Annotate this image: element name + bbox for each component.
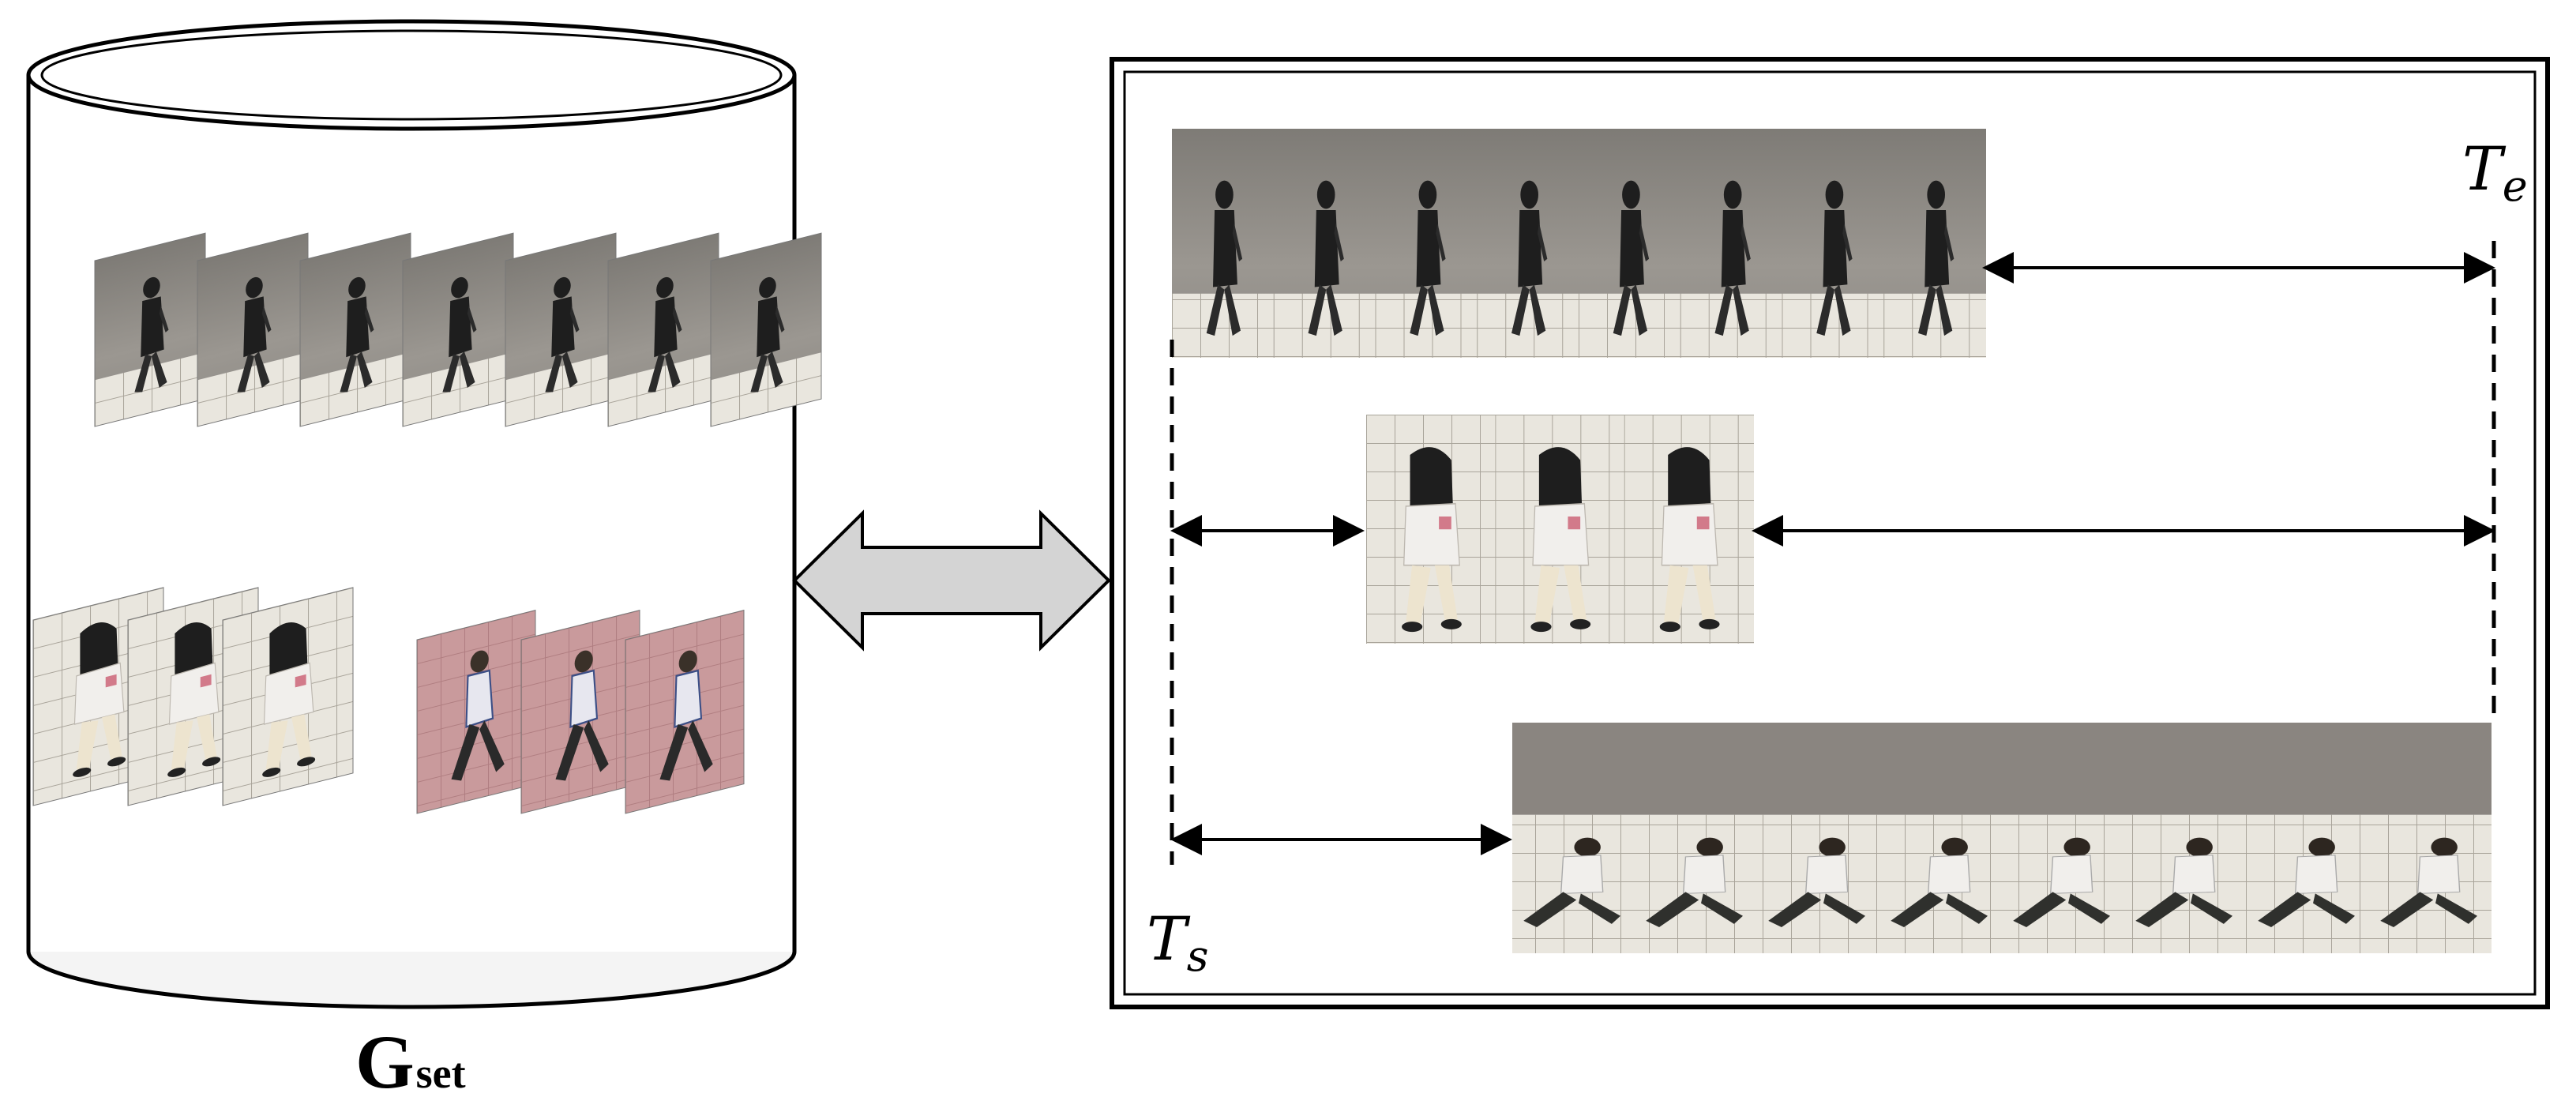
gallery-sequence-white-shirt bbox=[32, 587, 354, 806]
timeline-frame bbox=[2135, 837, 2233, 927]
start-time-label: Ts bbox=[1147, 904, 1208, 981]
gallery-frame bbox=[299, 232, 411, 427]
timeline-sequence-black-coat bbox=[1172, 129, 1986, 358]
gallery-label: Gset bbox=[355, 1020, 466, 1104]
timeline-frame bbox=[1680, 129, 1783, 358]
end-time-label: Te bbox=[2462, 133, 2528, 211]
gallery-frame bbox=[505, 232, 617, 427]
gallery-frame bbox=[402, 232, 514, 427]
gallery-sequence-striped-shirt bbox=[416, 609, 745, 814]
timeline-frame bbox=[2013, 837, 2111, 927]
timeline-frame bbox=[2258, 837, 2356, 927]
gallery-frame bbox=[607, 232, 719, 427]
timeline-frame bbox=[1646, 837, 1744, 927]
timeline-frame bbox=[1891, 837, 1988, 927]
timeline-frame bbox=[1883, 129, 1986, 358]
timeline-frame bbox=[1768, 837, 1866, 927]
gallery-sequence-black-coat bbox=[94, 232, 822, 427]
gallery-cylinder bbox=[26, 19, 797, 1009]
timeline-frame bbox=[1495, 415, 1625, 644]
timeline-frame bbox=[1375, 129, 1478, 358]
timeline-sequence-crouch bbox=[1512, 723, 2492, 953]
gallery-frame bbox=[197, 232, 309, 427]
timeline-frame bbox=[2380, 837, 2478, 927]
gallery-frame bbox=[416, 609, 536, 814]
gallery-frame bbox=[520, 609, 640, 814]
timeline-frame bbox=[1523, 837, 1621, 927]
timeline-frame bbox=[1273, 129, 1376, 358]
timeline-frame bbox=[1579, 129, 1681, 358]
timeline-frame bbox=[1624, 415, 1754, 644]
gallery-frame bbox=[710, 232, 822, 427]
gallery-frame bbox=[94, 232, 206, 427]
gallery-frame bbox=[222, 587, 354, 806]
timeline-frame bbox=[1782, 129, 1885, 358]
gallery-frame bbox=[625, 609, 745, 814]
bidirectional-match-arrow bbox=[792, 509, 1111, 652]
timeline-frame bbox=[1477, 129, 1579, 358]
timeline-frame bbox=[1366, 415, 1496, 644]
timeline-frame bbox=[1172, 129, 1275, 358]
timeline-sequence-white-shirt bbox=[1366, 415, 1754, 644]
